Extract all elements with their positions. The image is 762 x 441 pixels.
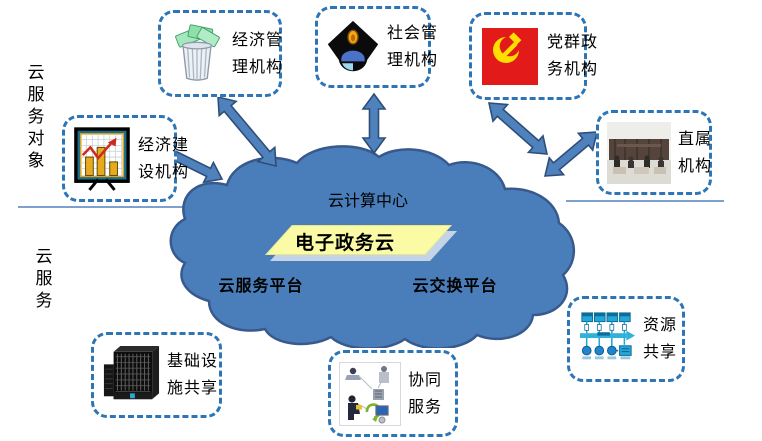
node-label: 直属 机构 bbox=[678, 130, 713, 175]
node-economic-construction: 经济建 设机构 bbox=[62, 115, 188, 202]
node-label: 社会管 理机构 bbox=[387, 25, 439, 69]
node-infrastructure-sharing: 基础设 施共享 bbox=[91, 332, 222, 418]
node-label: 协同 服务 bbox=[408, 371, 443, 416]
node-party-affairs: 党群政 务机构 bbox=[469, 12, 597, 100]
egov-platform-label: 电子政务云 bbox=[294, 233, 395, 254]
police-hat-icon bbox=[327, 20, 379, 72]
party-flag-icon bbox=[482, 28, 538, 85]
node-social-management: 社会管 理机构 bbox=[315, 6, 437, 88]
node-label: 经济管 理机构 bbox=[232, 31, 284, 76]
collaboration-icon bbox=[339, 361, 401, 426]
cloud-center-title: 云计算中心 bbox=[327, 193, 408, 210]
sidebar-label-cloud-service-objects: 云服务对象 bbox=[27, 63, 45, 170]
node-economic-management: 经济管 理机构 bbox=[158, 10, 282, 97]
server-icon bbox=[103, 346, 160, 400]
cloud-exchange-platform-label: 云交换平台 bbox=[412, 278, 498, 295]
node-directly-affiliated: 直属 机构 bbox=[596, 110, 712, 195]
node-resource-sharing: 资源 共享 bbox=[567, 296, 685, 382]
node-label: 基础设 施共享 bbox=[167, 353, 219, 397]
bar-chart-icon bbox=[74, 126, 130, 191]
divider-line-left bbox=[18, 206, 230, 208]
node-label: 党群政 务机构 bbox=[547, 34, 599, 78]
network-icon bbox=[579, 312, 636, 360]
node-label: 经济建 设机构 bbox=[138, 136, 190, 181]
node-label: 资源 共享 bbox=[643, 317, 678, 361]
cloud-service-platform-label: 云服务平台 bbox=[218, 278, 304, 295]
sidebar-label-cloud-services: 云服务 bbox=[35, 247, 53, 310]
node-collaborative-service: 协同 服务 bbox=[328, 350, 458, 437]
trash-money-icon bbox=[175, 23, 220, 81]
divider-line-right bbox=[566, 200, 724, 202]
office-photo bbox=[607, 121, 671, 184]
